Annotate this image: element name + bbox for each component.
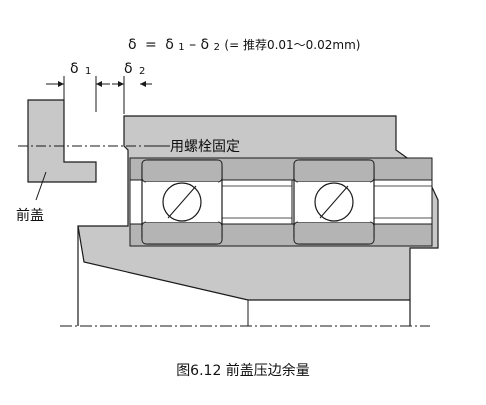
spacer-right [373,179,433,225]
formula: δ = δ 1 – δ 2 (= 推荐0.01～0.02mm) [128,37,360,54]
label-bolt: 用螺栓固定 [170,139,240,155]
formula-lhs: δ [128,37,137,53]
formula-eq: = [145,37,157,53]
front-cover-leader [35,171,47,201]
formula-d2: δ [201,37,210,53]
formula-d2-sub: 2 [214,42,220,53]
bearing-left [141,159,223,245]
delta-2-symbol: δ 2 [124,61,145,77]
label-front-cover: 前盖 [16,207,44,224]
formula-minus: – [189,37,196,53]
dimension-delta-2: δ 2 [112,61,152,114]
spacer-left [221,179,293,225]
dimension-delta-1: δ 1 [46,61,110,112]
figure-caption: 图6.12 前盖压边余量 [176,362,310,379]
formula-d1-sub: 1 [178,42,184,53]
front-cover [27,99,97,183]
bearing-right [293,159,375,245]
delta-1-symbol: δ 1 [70,61,91,77]
formula-d1: δ [165,37,174,53]
formula-note: (= 推荐0.01～0.02mm) [224,38,360,52]
